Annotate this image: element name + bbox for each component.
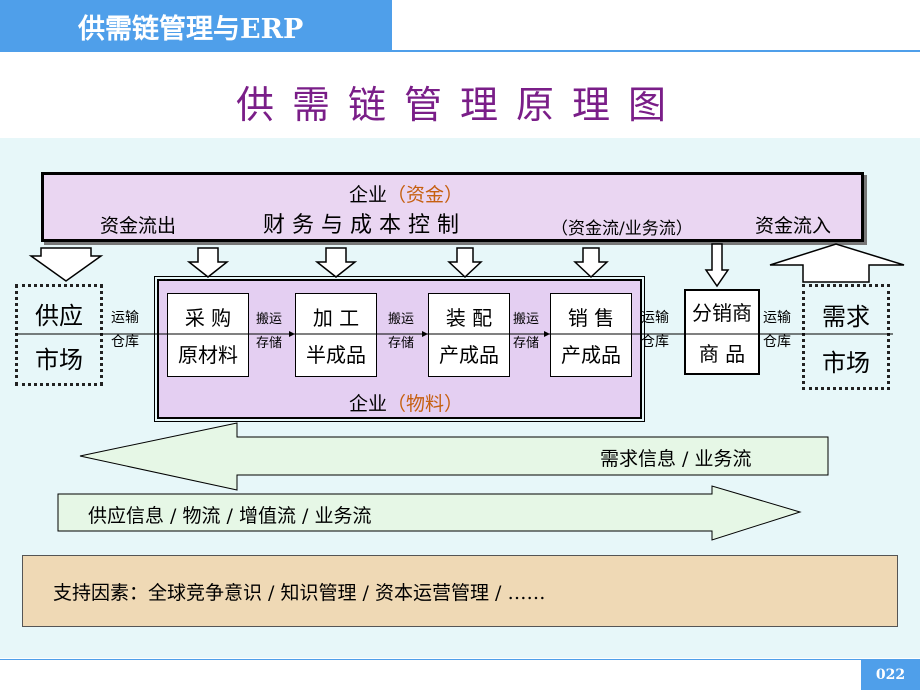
header-rule — [392, 50, 920, 52]
diagram-title: 供需链管理原理图 — [235, 83, 684, 127]
demand-market-box: 需求 市场 — [802, 284, 890, 390]
demand-info-label: 需求信息 / 业务流 — [600, 448, 752, 470]
process-label: 装 配 — [445, 306, 493, 330]
capital-inflow-up-arrow — [769, 243, 905, 283]
distributor-line1: 分销商 — [692, 301, 752, 325]
process-box-purchase: 采 购 原材料 — [167, 293, 249, 377]
process-product: 产成品 — [561, 343, 621, 367]
header-title: 供需链管理与ERP — [78, 13, 304, 45]
capital-outflow-down-arrow — [28, 247, 104, 282]
process-label: 加 工 — [312, 306, 360, 330]
header-tab: 供需链管理与ERP — [0, 0, 392, 52]
process-label: 采 购 — [184, 306, 232, 330]
capital-inflow-label: 资金流入 — [755, 215, 832, 237]
support-factors-box: 支持因素：全球竞争意识 / 知识管理 / 资本运营管理 / …… — [22, 555, 898, 627]
process-product: 半成品 — [306, 343, 366, 367]
material-enterprise-note: （物料） — [387, 393, 464, 415]
demand-info-arrow — [79, 422, 829, 491]
transport-storage-label-3: 运输仓库 — [763, 310, 791, 350]
supply-info-label: 供应信息 / 物流 / 增值流 / 业务流 — [88, 505, 372, 527]
process-box-sales: 销 售 产成品 — [550, 293, 632, 377]
distributor-box: 分销商 商 品 — [684, 289, 760, 375]
demand-market-line2: 市场 — [822, 348, 870, 377]
page-number: 022 — [861, 660, 920, 690]
handling-storage-label-2: 搬运存储 — [388, 312, 415, 351]
handling-storage-label-1: 搬运存储 — [256, 312, 283, 351]
process-label: 销 售 — [567, 306, 615, 330]
demand-market-line1: 需求 — [822, 302, 870, 331]
process-product: 原材料 — [178, 343, 238, 367]
finance-to-assembly-arrow — [447, 247, 483, 279]
finance-to-purchase-arrow — [186, 247, 230, 278]
supply-market-line1: 供应 — [35, 301, 83, 330]
transport-storage-label-1: 运输仓库 — [111, 310, 139, 350]
finance-to-sales-arrow — [573, 247, 609, 279]
capital-outflow-label: 资金流出 — [100, 215, 177, 237]
process-box-processing: 加 工 半成品 — [295, 293, 377, 377]
material-enterprise-label: 企业（物料） — [349, 393, 464, 415]
footer-rule — [0, 659, 920, 660]
transport-storage-label-2: 运输仓库 — [641, 310, 669, 350]
supply-market-line2: 市场 — [35, 345, 83, 374]
finance-to-processing-arrow — [314, 247, 358, 278]
capital-flow-note: （资金流/业务流） — [551, 219, 693, 239]
distributor-line2: 商 品 — [698, 342, 746, 366]
finance-to-distributor-arrow — [704, 243, 730, 288]
finance-enterprise-note: （资金） — [387, 184, 464, 206]
finance-control-box — [41, 172, 864, 242]
supply-info-arrow — [57, 485, 802, 541]
process-product: 产成品 — [439, 343, 499, 367]
finance-enterprise-label: 企业（资金） — [349, 184, 464, 206]
process-box-assembly: 装 配 产成品 — [428, 293, 510, 377]
finance-cost-control-label: 财 务 与 成 本 控 制 — [263, 213, 459, 238]
handling-storage-label-3: 搬运存储 — [513, 312, 540, 351]
support-factors-label: 支持因素：全球竞争意识 / 知识管理 / 资本运营管理 / …… — [53, 581, 546, 604]
supply-market-box: 供应 市场 — [15, 284, 103, 386]
